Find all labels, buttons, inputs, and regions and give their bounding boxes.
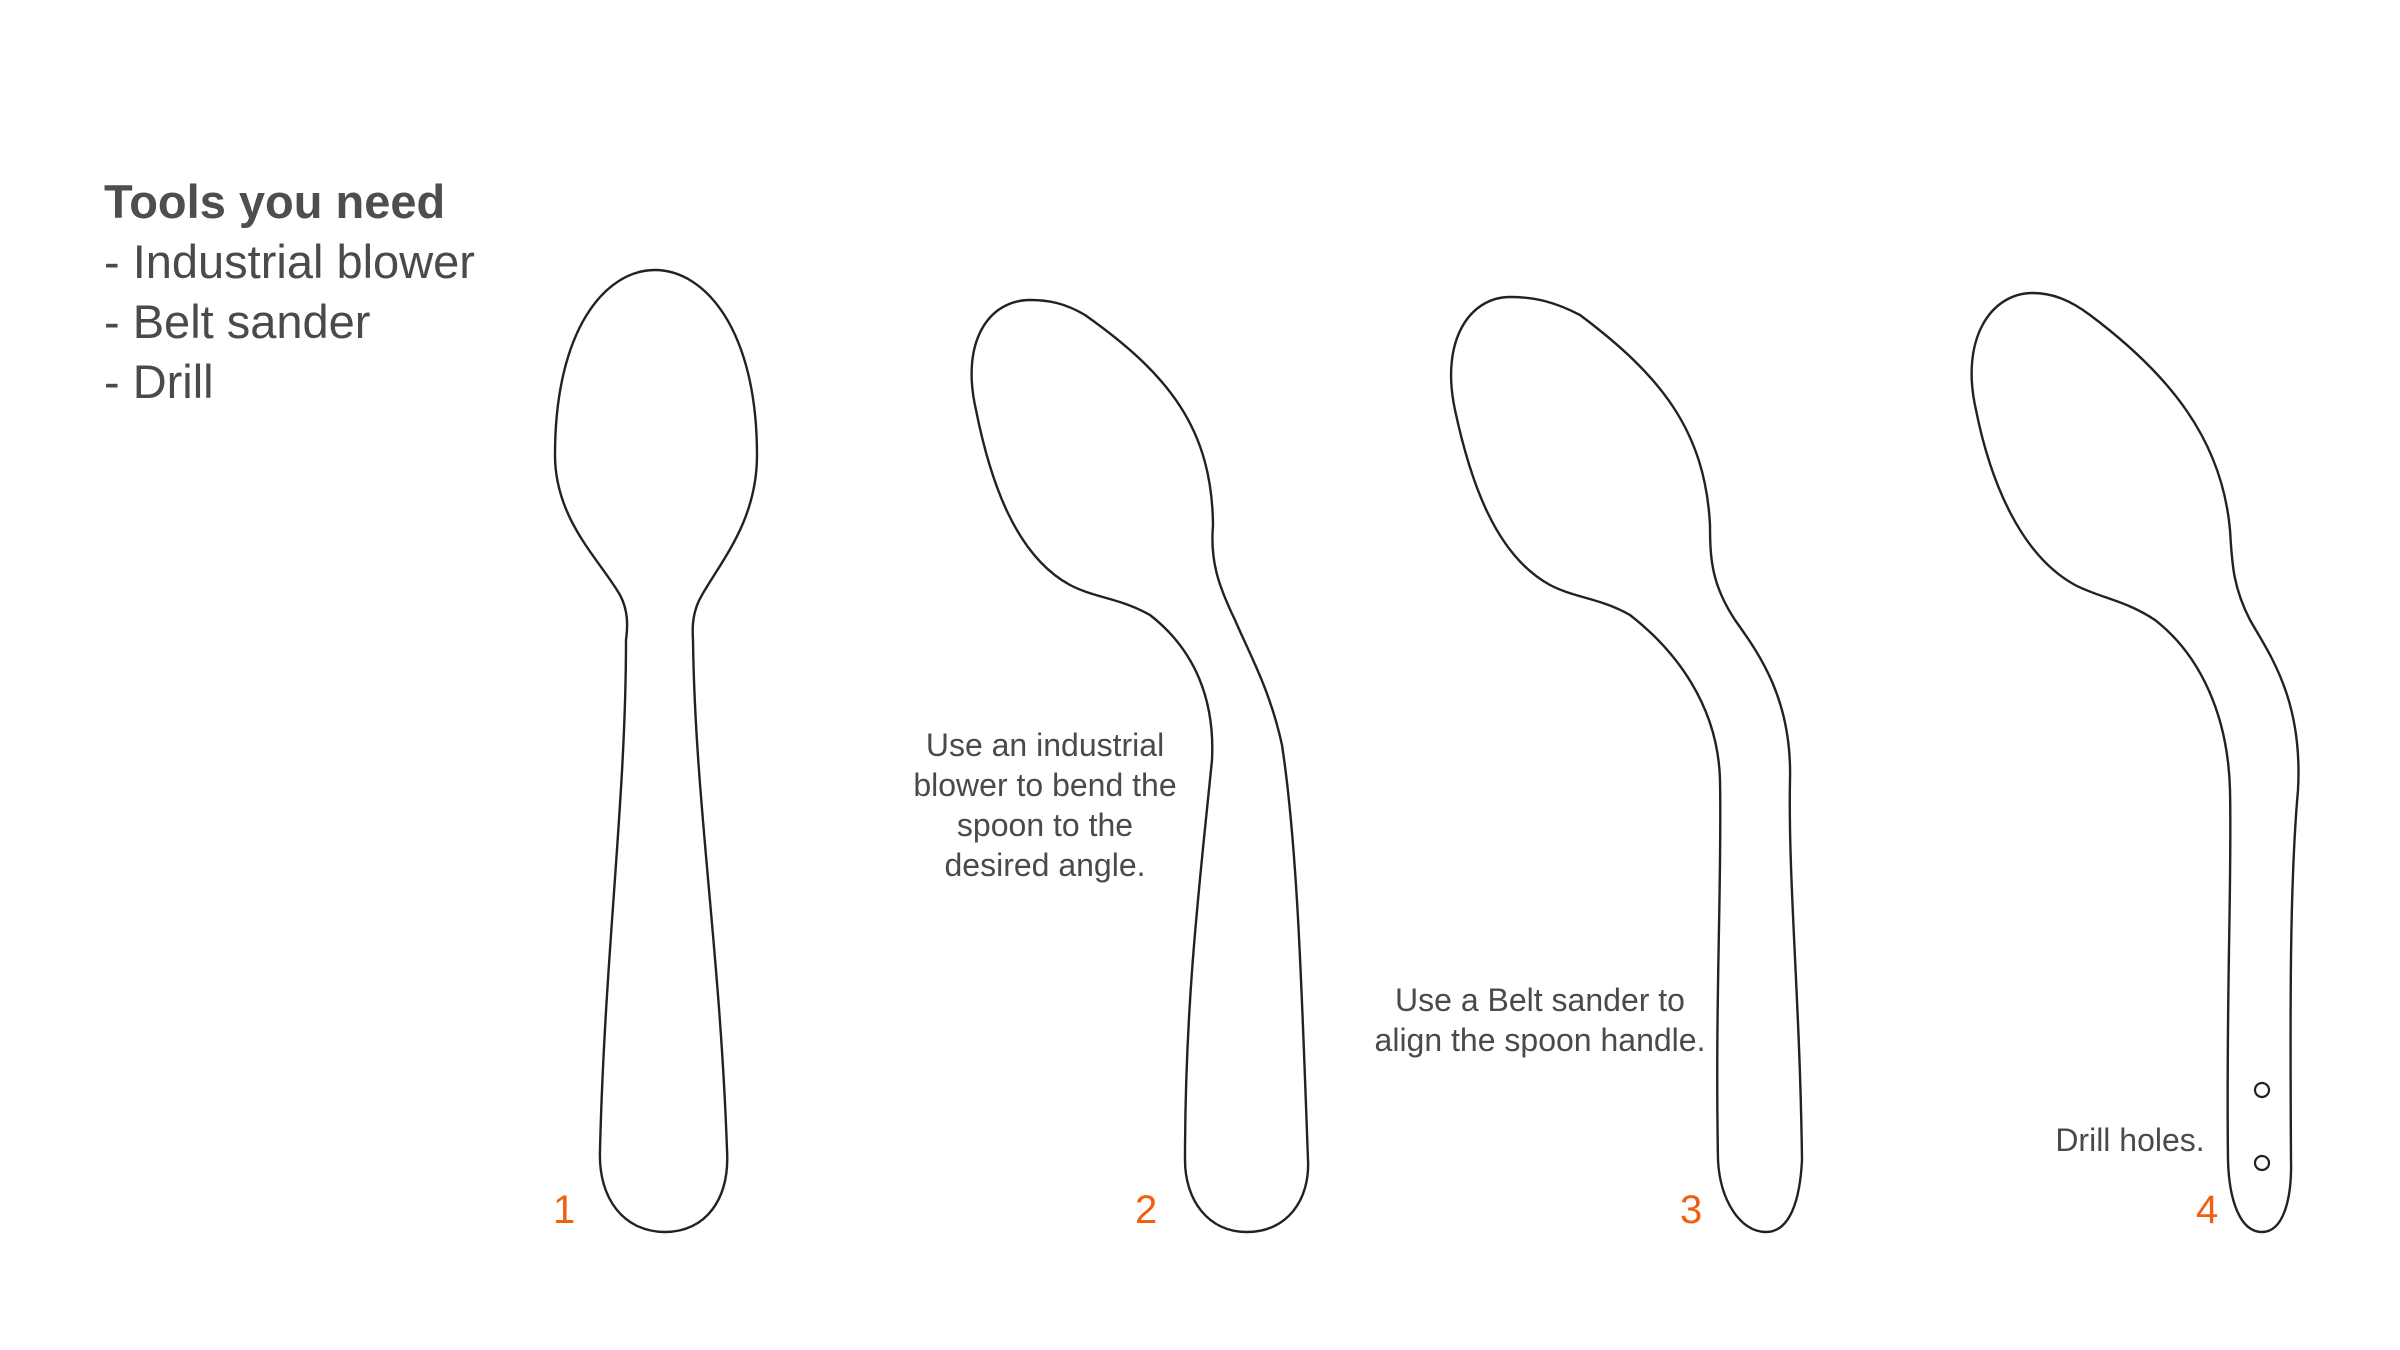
tool-item-belt-sander: - Belt sander [104,295,371,348]
step-number-4: 4 [2196,1188,2219,1232]
spoon-outline-2 [970,298,1310,1234]
spoon-outline-4 [1970,291,2300,1234]
step-number-1: 1 [553,1188,576,1232]
tool-item-drill: - Drill [104,355,214,408]
step-2-caption-line: Use an industrial [925,727,1165,763]
drill-hole-lower [2253,1154,2271,1172]
step-3-caption: Use a Belt sander to align the spoon han… [1345,980,1735,1060]
spoon-outline-3 [1449,295,1804,1234]
spoon-outline-1 [553,268,759,1234]
step-4-caption-line: Drill holes. [2055,1122,2205,1158]
step-4-caption: Drill holes. [2025,1120,2235,1160]
step-3-caption-line: Use a Belt sander to [1395,982,1685,1018]
step-3-caption-line: align the spoon handle. [1374,1022,1706,1058]
tools-title: Tools you need [104,175,446,228]
step-2-caption-line: desired angle. [944,847,1146,883]
step-2-caption: Use an industrial blower to bend the spo… [880,725,1210,885]
tool-item-blower: - Industrial blower [104,235,475,288]
step-2-caption-line: spoon to the [956,807,1134,843]
drill-hole-upper [2253,1081,2271,1099]
tools-list: Tools you need - Industrial blower - Bel… [104,172,475,412]
step-2-caption-line: blower to bend the [913,767,1177,803]
step-number-3: 3 [1680,1188,1703,1232]
step-number-2: 2 [1135,1188,1158,1232]
